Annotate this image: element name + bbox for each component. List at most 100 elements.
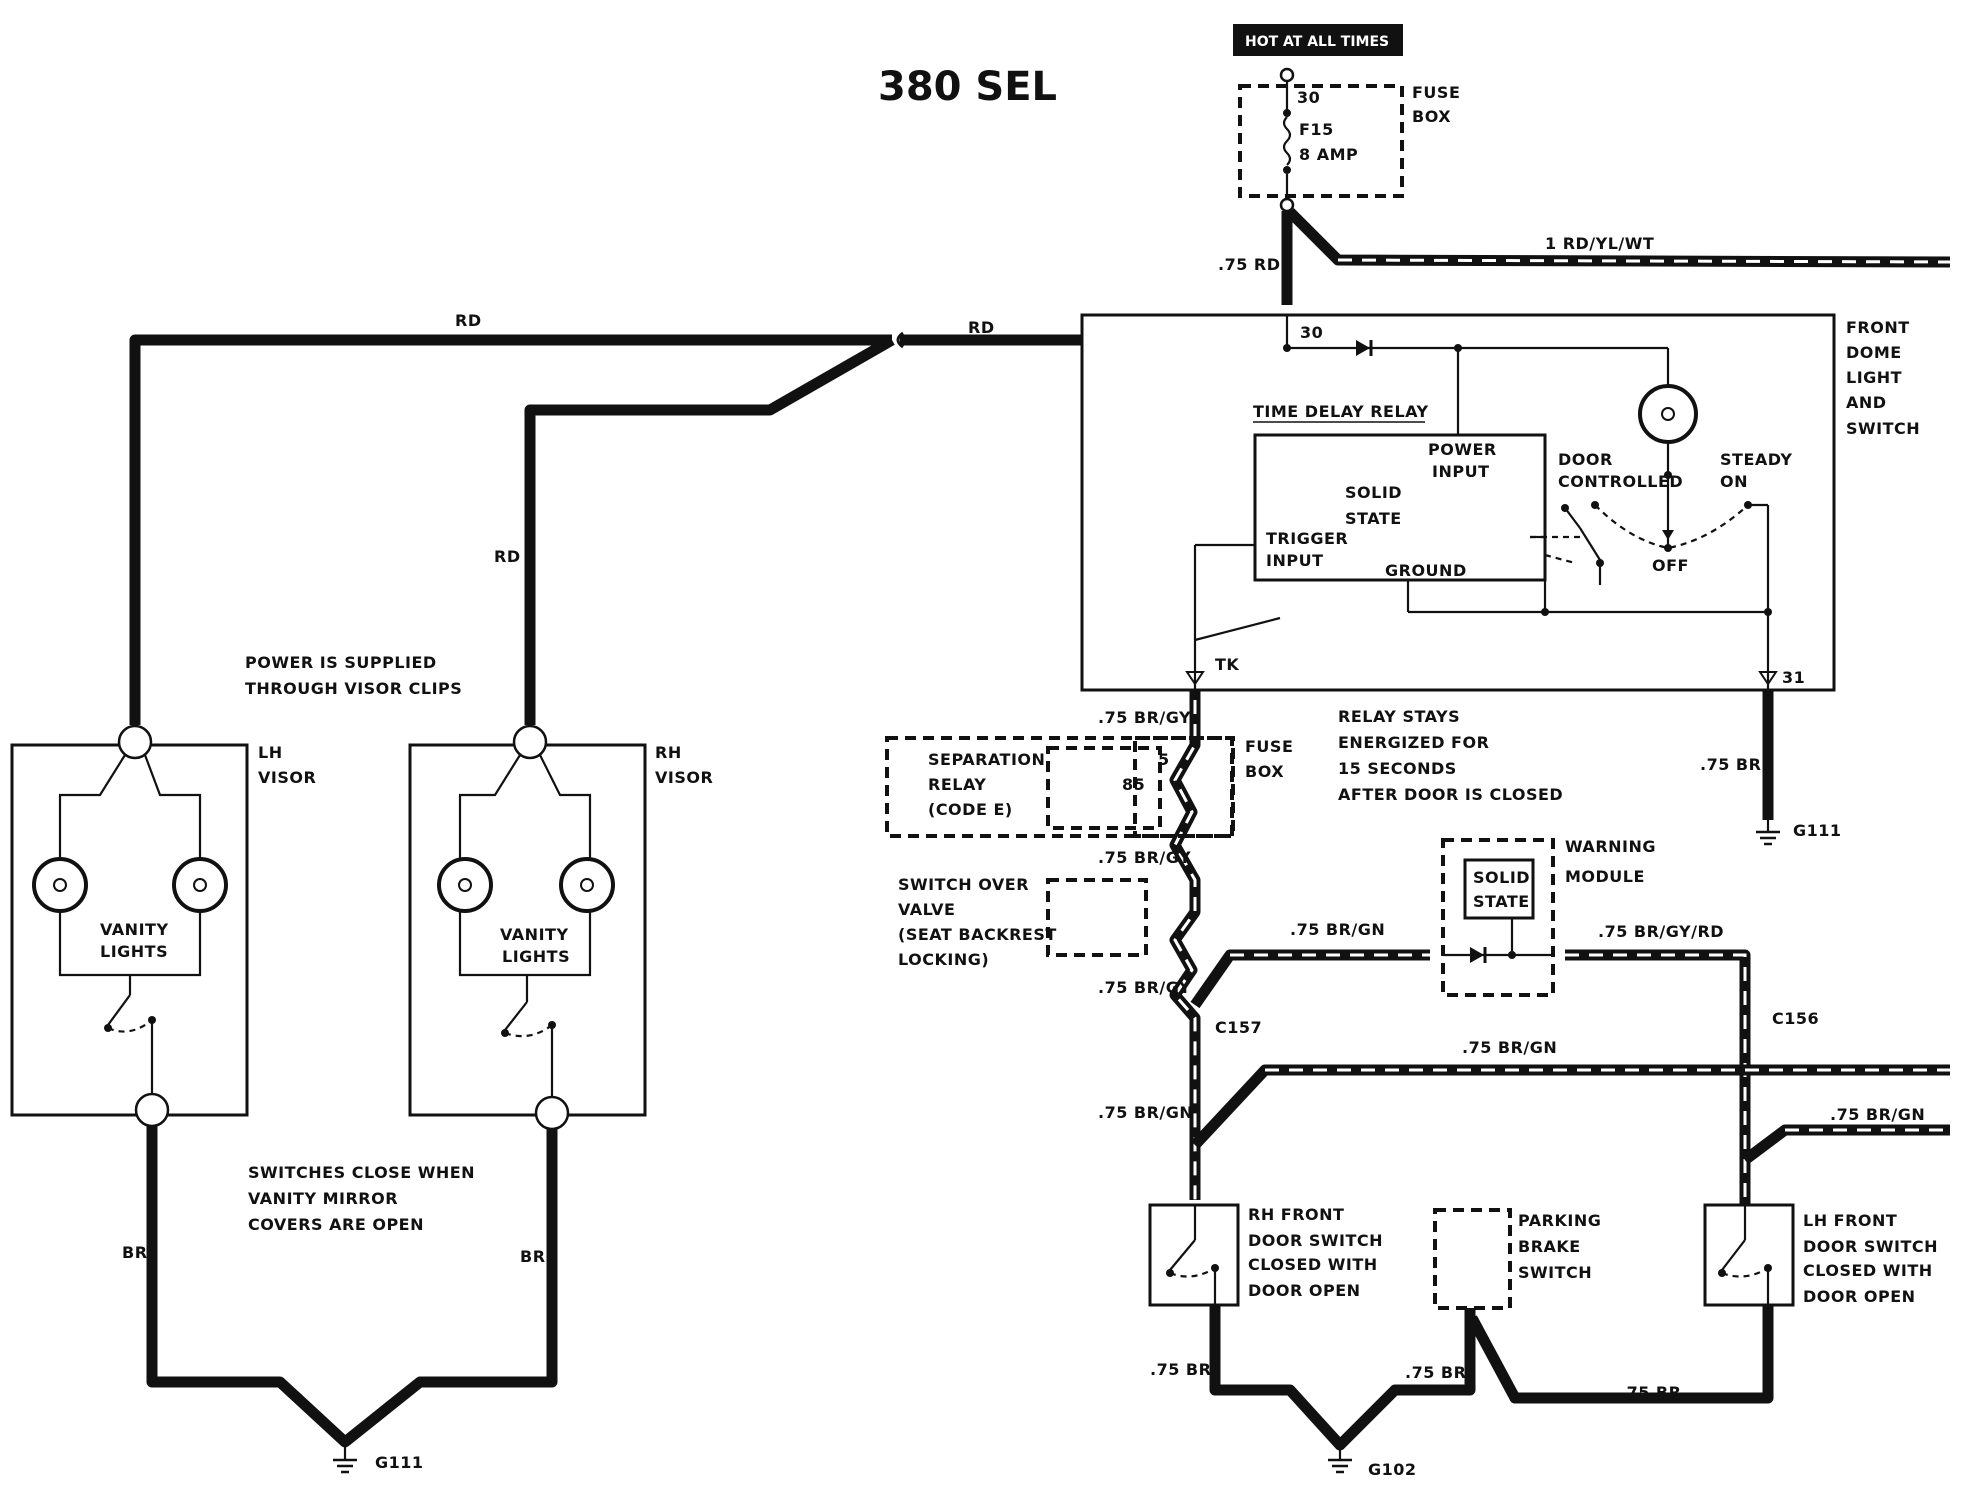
rd-splice-icon <box>896 331 904 349</box>
warning-module-1: WARNING <box>1565 837 1656 856</box>
fuse-input-terminal <box>1279 67 1295 83</box>
label-rd-yl-wt: 1 RD/YL/WT <box>1545 234 1654 253</box>
label-rd-2: RD <box>968 318 995 337</box>
wire-rd-rh-visor <box>524 335 895 725</box>
wire-br-gy-rd <box>1565 949 1751 1205</box>
fuse-box-mid <box>1133 736 1235 838</box>
svg-text:BRAKE: BRAKE <box>1518 1237 1581 1256</box>
wire-br-lh-door <box>1467 1305 1774 1404</box>
switch-over-valve-3: (SEAT BACKREST <box>898 925 1057 944</box>
trigger-input-2: INPUT <box>1266 551 1323 570</box>
lh-vanity-2: LIGHTS <box>100 942 168 961</box>
dome-node-off <box>1664 544 1672 552</box>
fuse-box-mid-1: FUSE <box>1245 737 1293 756</box>
fuse-node-upper <box>1283 109 1291 117</box>
dome-terminal-30: 30 <box>1300 323 1323 342</box>
label-rd-1: RD <box>455 311 482 330</box>
label-br-b1: .75 BR <box>1150 1360 1211 1379</box>
fuse-box-top <box>1238 84 1404 198</box>
ground-symbol-g111-bottom <box>333 1442 357 1474</box>
switch-over-valve-1: SWITCH OVER <box>898 875 1029 894</box>
svg-text:DOOR OPEN: DOOR OPEN <box>1248 1281 1361 1300</box>
lh-vanity-bulb-left-filament <box>53 878 67 892</box>
lh-vanity-bulb-right-filament <box>193 878 207 892</box>
lh-vanity-1: VANITY <box>100 920 169 939</box>
lh-visor-switch-arm <box>107 994 131 1026</box>
dome-node-ds1 <box>1561 504 1569 512</box>
svg-text:FRONT: FRONT <box>1846 318 1910 337</box>
switch-note-1: SWITCHES CLOSE WHEN <box>248 1163 475 1182</box>
warning-module-2: MODULE <box>1565 867 1645 886</box>
connector-c156: C156 <box>1772 1009 1819 1028</box>
relay-note-3: 15 SECONDS <box>1338 759 1457 778</box>
sep-relay-pin85: 85 <box>1122 775 1145 794</box>
separation-relay-3: (CODE E) <box>928 800 1013 819</box>
lh-door-switch-arm <box>1721 1239 1746 1271</box>
wire-br-gy-rd-stripe <box>1565 953 1747 1205</box>
label-br-right: BR <box>520 1247 546 1266</box>
dome-gnd-arrow <box>1758 671 1778 686</box>
front-dome-box <box>1080 313 1836 692</box>
separation-relay-2: RELAY <box>928 775 986 794</box>
sep-relay-pin5: 5 <box>1158 750 1170 769</box>
svg-text:DOME: DOME <box>1846 343 1902 362</box>
label-br-gn-1: .75 BR/GN <box>1290 920 1385 939</box>
separation-relay-1: SEPARATION <box>928 750 1045 769</box>
label-br-b3: .75 BR <box>1620 1383 1681 1402</box>
svg-text:PARKING: PARKING <box>1518 1211 1601 1230</box>
label-075-br-right: .75 BR <box>1700 755 1761 774</box>
dome-terminal-31: 31 <box>1782 668 1805 687</box>
dome-door-switch-arm-1 <box>1564 507 1581 529</box>
lh-switch-dash <box>107 1019 153 1033</box>
svg-text:RH FRONT: RH FRONT <box>1248 1205 1344 1224</box>
svg-text:LIGHT: LIGHT <box>1846 368 1902 387</box>
rh-visor-clip-top <box>512 724 548 760</box>
fuse-box-mid-2: BOX <box>1245 762 1284 781</box>
relay-note-2: ENERGIZED FOR <box>1338 733 1489 752</box>
tk-arrow <box>1185 671 1205 686</box>
warning-module-inner <box>1463 858 1535 920</box>
fuse-terminal-30: 30 <box>1297 88 1320 107</box>
ground-label: GROUND <box>1385 561 1467 580</box>
dome-ds-dash-2 <box>1544 553 1576 565</box>
time-delay-relay-box <box>1253 433 1547 582</box>
warning-inner-1: SOLID <box>1473 868 1530 887</box>
wire-br-gy-main-stripe <box>1173 700 1197 1200</box>
label-br-gn-4: .75 BR/GN <box>1830 1105 1925 1124</box>
separation-relay-inner <box>1046 746 1162 830</box>
switch-note-2: VANITY MIRROR <box>248 1189 398 1208</box>
wire-br-gn-lh-door <box>1741 1124 1950 1165</box>
fuse-rating: 8 AMP <box>1299 145 1358 164</box>
g111-right-label: G111 <box>1793 821 1842 840</box>
svg-text:DOOR OPEN: DOOR OPEN <box>1803 1287 1916 1306</box>
fuse-f15-element <box>1282 116 1292 166</box>
rh-visor-label-1: RH <box>655 743 682 762</box>
rh-vanity-bulb-left-filament <box>458 878 472 892</box>
dome-switch-arrow <box>1662 530 1674 540</box>
svg-text:CLOSED WITH: CLOSED WITH <box>1803 1261 1933 1280</box>
svg-text:DOOR SWITCH: DOOR SWITCH <box>1803 1237 1938 1256</box>
time-delay-relay-title: TIME DELAY RELAY <box>1253 402 1429 421</box>
trigger-input-1: TRIGGER <box>1266 529 1348 548</box>
warning-module-box <box>1441 838 1555 997</box>
steady-label-1: STEADY <box>1720 450 1792 469</box>
rh-vanity-bulb-right-icon <box>559 857 615 913</box>
label-br-gy-1: .75 BR/GY <box>1098 708 1191 727</box>
rh-visor-label-2: VISOR <box>655 768 713 787</box>
parking-brake-label: PARKING BRAKE SWITCH <box>1518 1211 1601 1282</box>
label-br-gy-2: .75 BR/GY <box>1098 848 1191 867</box>
label-br-gn-2: .75 BR/GN <box>1462 1038 1557 1057</box>
diagram-title: 380 SEL <box>878 64 1057 110</box>
rh-door-sw-dash <box>1169 1267 1216 1278</box>
wire-rd-lh-visor <box>129 334 892 725</box>
warning-diode <box>1470 947 1484 963</box>
ground-symbol-g111-right <box>1756 820 1780 846</box>
separation-relay-box <box>885 736 1234 838</box>
fuse-box-label-1: FUSE <box>1412 83 1460 102</box>
hot-banner-box <box>1233 24 1403 56</box>
front-dome-label: FRONT DOME LIGHT AND SWITCH <box>1846 318 1920 438</box>
ground-symbol-g102 <box>1328 1445 1352 1474</box>
svg-text:LH FRONT: LH FRONT <box>1803 1211 1897 1230</box>
dome-door-switch-arm-2 <box>1579 527 1601 561</box>
parking-brake-box <box>1433 1208 1512 1310</box>
